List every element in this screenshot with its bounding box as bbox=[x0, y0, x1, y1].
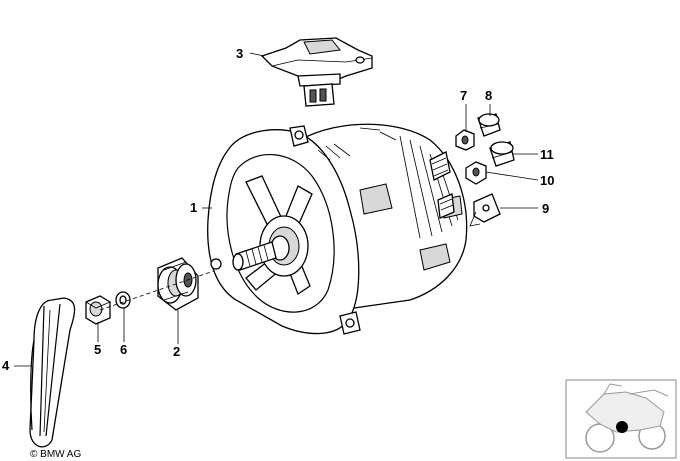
location-thumbnail bbox=[565, 379, 677, 459]
motorcycle-silhouette-icon bbox=[585, 383, 669, 453]
callout-7: 7 bbox=[460, 88, 467, 103]
cap-nut-8 bbox=[477, 113, 501, 137]
hex-nut-10 bbox=[465, 161, 487, 185]
drive-belt bbox=[29, 297, 76, 448]
assembly-axis-line bbox=[99, 261, 241, 311]
copyright-text: © BMW AG bbox=[30, 449, 81, 460]
callout-4: 4 bbox=[2, 358, 10, 373]
terminal-bracket-9 bbox=[469, 193, 501, 227]
callout-3: 3 bbox=[236, 46, 243, 61]
washer bbox=[115, 291, 131, 309]
callout-10: 10 bbox=[540, 173, 554, 188]
callout-1: 1 bbox=[190, 200, 197, 215]
pulley-nut bbox=[85, 295, 111, 325]
part-location-marker bbox=[616, 421, 628, 433]
callout-11: 11 bbox=[540, 147, 554, 162]
callout-5: 5 bbox=[94, 342, 101, 357]
alternator bbox=[207, 123, 468, 335]
leader-lines bbox=[14, 52, 539, 367]
callout-9: 9 bbox=[542, 201, 549, 216]
belt-pulley bbox=[157, 257, 199, 311]
hex-nut-7 bbox=[455, 129, 475, 151]
voltage-regulator bbox=[260, 37, 373, 107]
callout-8: 8 bbox=[485, 88, 492, 103]
cap-nut-11 bbox=[489, 141, 515, 167]
callout-6: 6 bbox=[120, 342, 127, 357]
callout-2: 2 bbox=[173, 344, 180, 359]
